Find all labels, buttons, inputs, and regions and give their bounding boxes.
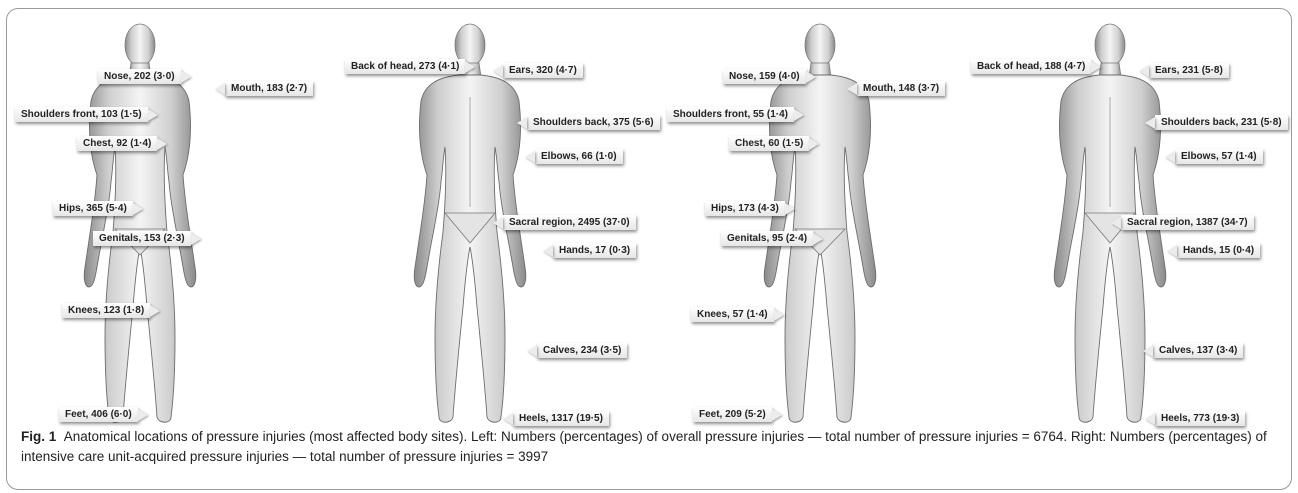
- label-hips: Hips, 365 (5·4): [53, 201, 133, 216]
- label-shoulders-back: Shoulders back, 375 (5·6): [527, 115, 660, 130]
- label-feet: Feet, 406 (6·0): [59, 407, 138, 422]
- label-back-of-head: Back of head, 188 (4·7): [971, 59, 1091, 74]
- label-heels: Heels, 773 (19·3): [1155, 411, 1245, 426]
- label-sacral-region: Sacral region, 1387 (34·7): [1121, 215, 1254, 230]
- figure-label: Fig. 1: [21, 429, 56, 444]
- figure-area: Nose, 202 (3·0) Mouth, 183 (2·7) Shoulde…: [15, 17, 1285, 429]
- label-calves: Calves, 234 (3·5): [537, 343, 627, 358]
- label-chest: Chest, 92 (1·4): [77, 136, 157, 151]
- label-chest: Chest, 60 (1·5): [729, 136, 809, 151]
- label-heels: Heels, 1317 (19·5): [513, 411, 609, 426]
- label-elbows: Elbows, 66 (1·0): [535, 149, 623, 164]
- label-mouth: Mouth, 148 (3·7): [857, 81, 945, 96]
- label-back-of-head: Back of head, 273 (4·1): [345, 59, 465, 74]
- label-nose: Nose, 159 (4·0): [723, 69, 806, 84]
- label-shoulders-front: Shoulders front, 103 (1·5): [15, 107, 148, 122]
- figure-caption: Fig. 1 Anatomical locations of pressure …: [21, 427, 1283, 467]
- label-hips: Hips, 173 (4·3): [705, 201, 785, 216]
- label-calves: Calves, 137 (3·4): [1153, 343, 1243, 358]
- figure-frame: Nose, 202 (3·0) Mouth, 183 (2·7) Shoulde…: [6, 8, 1292, 490]
- label-ears: Ears, 320 (4·7): [503, 63, 583, 78]
- label-knees: Knees, 123 (1·8): [62, 303, 150, 318]
- label-knees: Knees, 57 (1·4): [691, 307, 774, 322]
- label-ears: Ears, 231 (5·8): [1149, 63, 1229, 78]
- label-genitals: Genitals, 95 (2·4): [721, 231, 813, 246]
- label-genitals: Genitals, 153 (2·3): [93, 231, 191, 246]
- label-elbows: Elbows, 57 (1·4): [1175, 149, 1263, 164]
- label-feet: Feet, 209 (5·2): [693, 407, 772, 422]
- label-sacral-region: Sacral region, 2495 (37·0): [503, 215, 636, 230]
- label-shoulders-back: Shoulders back, 231 (5·8): [1155, 115, 1288, 130]
- label-hands: Hands, 17 (0·3): [553, 243, 636, 258]
- label-nose: Nose, 202 (3·0): [98, 69, 181, 84]
- label-mouth: Mouth, 183 (2·7): [225, 81, 313, 96]
- caption-text: Anatomical locations of pressure injurie…: [21, 429, 1267, 464]
- label-shoulders-front: Shoulders front, 55 (1·4): [667, 107, 794, 122]
- label-hands: Hands, 15 (0·4): [1177, 243, 1260, 258]
